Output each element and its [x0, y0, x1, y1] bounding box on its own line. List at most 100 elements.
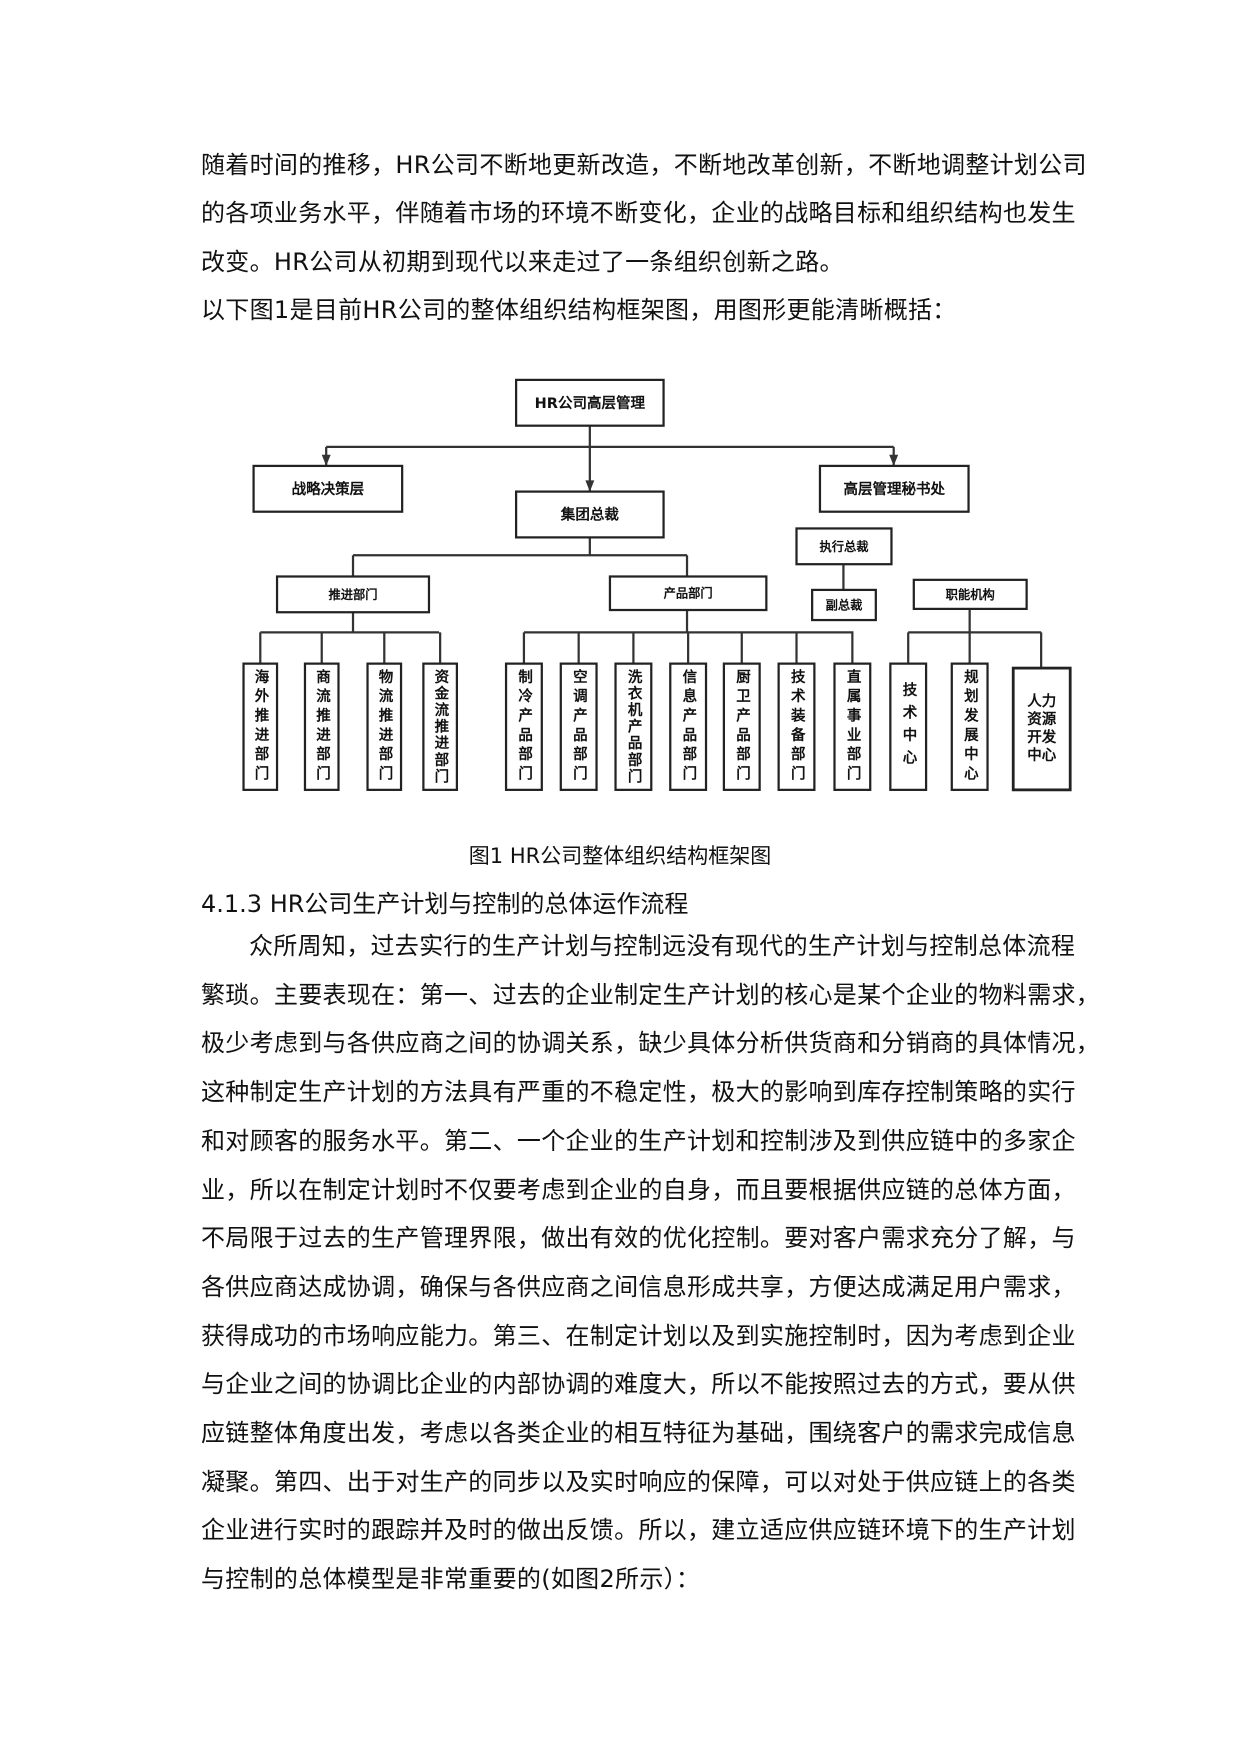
section-heading: 4.1.3 HR公司生产计划与控制的总体运作流程: [201, 890, 689, 918]
promotion-child-box-label-area: 物流推进部门: [368, 664, 402, 790]
text-line: 获得成功的市场响应能力。第三、在制定计划以及到实施控制时，因为考虑到企业: [201, 1321, 1076, 1350]
arrow-head: [321, 454, 331, 466]
product-child-box-label-area: 信息产品部门: [670, 664, 706, 790]
box-label: HR公司高层管理: [535, 394, 646, 412]
text-line: 和对顾客的服务水平。第二、一个企业的生产计划和控制涉及到供应链中的多家企: [201, 1126, 1076, 1155]
box-label: 职能机构: [946, 587, 995, 602]
promotion-child-box: [366, 662, 403, 791]
executive-box: 执行总裁: [795, 527, 893, 566]
product-child-box-label-area: 洗衣机产品部门: [616, 664, 652, 790]
box-label: 洗衣机产品部门: [625, 668, 642, 785]
box-label: 副总裁: [826, 597, 864, 612]
box-frame: [608, 575, 768, 612]
box-frame: [912, 578, 1028, 611]
box-label: 资金流推进部门: [432, 668, 449, 785]
secretariat-box: 高层管理秘书处: [818, 464, 970, 513]
product-child-box: [559, 662, 598, 791]
text-line: 极少考虑到与各供应商之间的协调关系，缺少具体分析供货商和分销商的具体情况，: [201, 1029, 1101, 1058]
box-frame: [504, 662, 543, 791]
box-label: 技术装备部门: [788, 668, 805, 785]
box-frame: [514, 490, 665, 539]
function-child-box-label-area: 技术中心: [890, 664, 926, 790]
promotion-child-box: [422, 662, 459, 791]
box-label: 技术中心: [900, 681, 917, 772]
function-child-box-label-area: 人力资源开发中心: [1013, 668, 1070, 790]
box-label: 高层管理秘书处: [843, 480, 945, 498]
box-frame: [514, 378, 665, 427]
promotion-child-box: [242, 662, 279, 791]
promotion-child-box-label-area: 资金流推进部门: [423, 664, 457, 790]
promotion-child-box: [303, 662, 340, 791]
figure-caption: 图1 HR公司整体组织结构框架图: [468, 844, 772, 868]
product-child-box: [722, 662, 761, 791]
text-line: 应链整体角度出发，考虑以各类企业的相互特征为基础，围绕客户的需求完成信息: [201, 1419, 1076, 1447]
function-child-box-label-area: 规划发展中心: [952, 664, 988, 790]
vice-president-box: 副总裁: [811, 588, 877, 622]
box-label: 产品部门: [664, 586, 713, 601]
box-label: 规划发展中心: [961, 668, 978, 785]
box-frame: [242, 662, 279, 791]
box-frame: [303, 662, 340, 791]
box-frame: [811, 588, 877, 622]
text-line: 与控制的总体模型是非常重要的(如图2所示）：: [201, 1565, 701, 1594]
product-child-box: [669, 662, 708, 791]
top-management-box: HR公司高层管理: [514, 378, 665, 427]
strategy-box: 战略决策层: [252, 464, 404, 513]
promotion-child-box-label-area: 海外推进部门: [244, 664, 278, 790]
box-label: 直属事业部门: [844, 668, 861, 785]
box-frame: [252, 464, 404, 513]
text-line: 不局限于过去的生产管理界限，做出有效的优化控制。要对客户需求充分了解，与: [201, 1224, 1076, 1253]
text-line: 改变。HR公司从初期到现代以来走过了一条组织创新之路。: [201, 247, 844, 276]
arrow-head: [889, 454, 899, 466]
box-label: 海外推进部门: [252, 668, 269, 785]
box-frame: [1011, 666, 1072, 792]
box-frame: [722, 662, 761, 791]
box-frame: [818, 464, 970, 513]
function-child-box: [950, 662, 989, 791]
function-child-box: [889, 662, 928, 791]
product-child-box-label-area: 技术装备部门: [779, 664, 815, 790]
text-line: 这种制定生产计划的方法具有严重的不稳定性，极大的影响到库存控制策略的实行: [201, 1078, 1076, 1107]
product-child-box: [504, 662, 543, 791]
box-frame: [422, 662, 459, 791]
box-label: 厨卫产品部门: [734, 668, 750, 785]
box-label: 空调产品部门: [570, 668, 587, 785]
box-frame: [833, 662, 872, 791]
text-line: 企业进行实时的跟踪并及时的做出反馈。所以，建立适应供应链环境下的生产计划: [201, 1516, 1076, 1545]
product-child-box: [614, 662, 653, 791]
product-child-box-label-area: 制冷产品部门: [506, 664, 542, 790]
box-frame: [559, 662, 598, 791]
box-label: 执行总裁: [819, 539, 869, 554]
box-frame: [275, 575, 431, 614]
arrow-head: [585, 480, 595, 492]
promotion-child-box-label-area: 商流推进部门: [305, 664, 339, 790]
box-label: 集团总裁: [560, 506, 620, 524]
box-frame: [366, 662, 403, 791]
box-frame: [950, 662, 989, 791]
box-frame: [614, 662, 653, 791]
text-line: 各供应商达成协调，确保与各供应商之间信息形成共享，方便达成满足用户需求，: [201, 1272, 1076, 1301]
box-frame: [669, 662, 708, 791]
box-frame: [777, 662, 816, 791]
product-child-box-label-area: 空调产品部门: [561, 664, 597, 790]
box-label: 商流推进部门: [313, 668, 330, 785]
text-line: 以下图1是目前HR公司的整体组织结构框架图，用图形更能清晰概括：: [201, 295, 957, 324]
product-dept-box: 产品部门: [608, 575, 768, 612]
product-child-box-label-area: 直属事业部门: [834, 664, 870, 790]
product-child-box: [833, 662, 872, 791]
box-frame: [889, 662, 928, 791]
box-label: 物流推进部门: [376, 668, 393, 785]
box-label: 推进部门: [328, 587, 377, 602]
text-line: 繁琐。主要表现在：第一、过去的企业制定生产计划的核心是某个企业的物料需求，: [201, 980, 1101, 1009]
box-label: 信息产品部门: [680, 668, 697, 785]
promotion-dept-box: 推进部门: [275, 575, 431, 614]
text-line: 与企业之间的协调比企业的内部协调的难度大，所以不能按照过去的方式，要从供: [201, 1370, 1076, 1399]
text-line: 随着时间的推移，HR公司不断地更新改造，不断地改革创新，不断地调整计划公司: [201, 151, 1087, 179]
box-label: 战略决策层: [292, 480, 365, 498]
box-label: 人力资源开发中心: [1027, 693, 1057, 765]
box-label: 制冷产品部门: [516, 668, 533, 785]
text-line: 凝聚。第四、出于对生产的同步以及实时响应的保障，可以对处于供应链上的各类: [201, 1467, 1076, 1496]
text-line: 业，所以在制定计划时不仅要考虑到企业的自身，而且要根据供应链的总体方面，: [201, 1175, 1076, 1204]
product-child-box: [777, 662, 816, 791]
